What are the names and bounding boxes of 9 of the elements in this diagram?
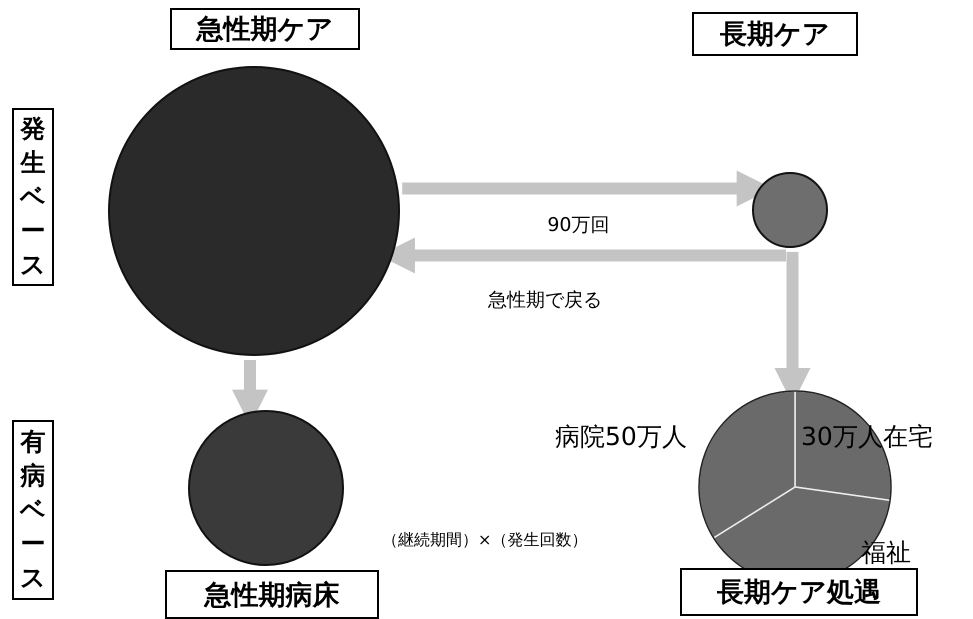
footer-box: 急性期病床 xyxy=(165,570,379,619)
footer-box: 長期ケア処遇 xyxy=(680,568,918,616)
pie-label: 福祉 xyxy=(861,537,911,569)
row-label-box: 有病ベース xyxy=(12,420,54,600)
row-label-box: 発生ベース xyxy=(12,108,54,286)
header-box: 急性期ケア xyxy=(170,8,360,50)
pie-label: 病院50万人 xyxy=(555,421,687,453)
header-box: 長期ケア xyxy=(692,12,858,56)
formula-note: （継続期間）×（発生回数） xyxy=(382,530,588,551)
